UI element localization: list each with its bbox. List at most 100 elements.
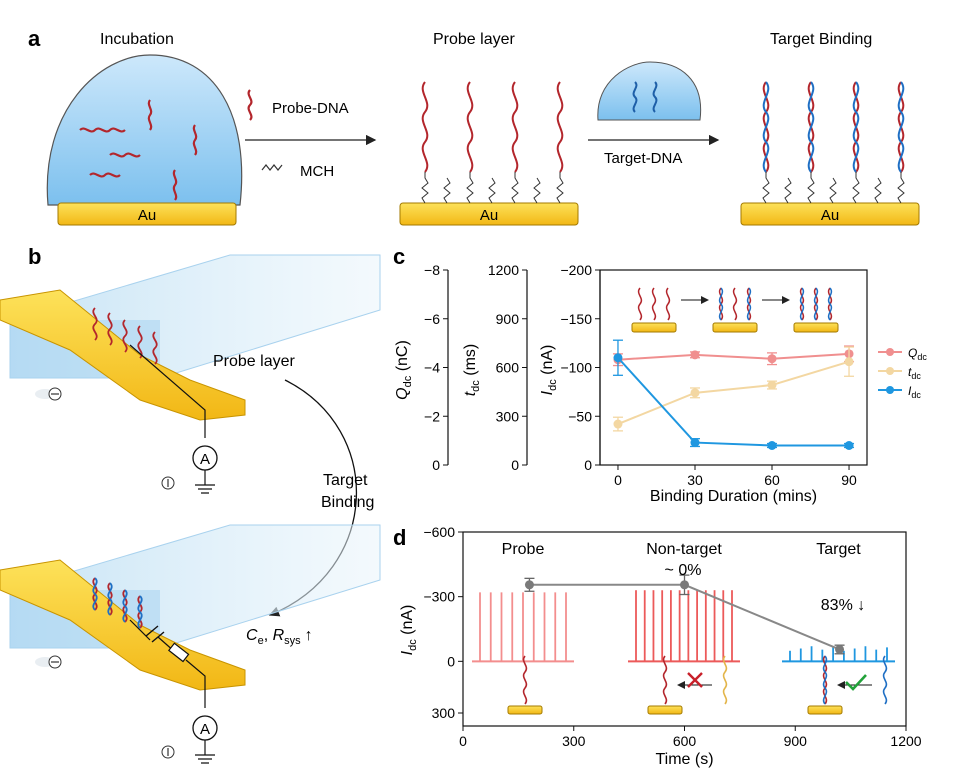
ammeter-top-label: A — [200, 451, 210, 468]
probe-layer-strands — [421, 81, 564, 204]
d-segment-label-2: Target — [816, 541, 861, 558]
c-tick-label: 0 — [584, 457, 592, 473]
probe-dna-icon — [247, 89, 253, 121]
d-segment-label-1: Non-target — [646, 541, 722, 558]
target-droplet — [597, 61, 702, 121]
panel-a: a Incubation Probe layer Target Binding … — [28, 26, 920, 226]
c-point-1 — [767, 380, 777, 390]
c-legend-marker — [886, 348, 894, 356]
panel-a-label: a — [28, 26, 41, 51]
target-dna-label: Target-DNA — [604, 150, 682, 167]
c-x-tick-label: 0 — [614, 472, 622, 488]
d-x-tick-label: 300 — [562, 733, 586, 749]
electrode-top — [0, 289, 246, 421]
d-x-tick-label: 1200 — [890, 733, 921, 749]
c-x-axis-label: Binding Duration (mins) — [650, 488, 817, 505]
c-plot-frame — [599, 269, 868, 466]
probe-strands-top — [92, 307, 158, 365]
d-annotation-non-target: ~ 0% — [665, 562, 702, 579]
device-bottom: A — [0, 524, 381, 764]
d-x-tick-label: 900 — [784, 733, 808, 749]
c-legend-label: Qdc — [908, 346, 927, 362]
c-x-tick-label: 30 — [687, 472, 703, 488]
mch-icon — [261, 164, 283, 171]
duplex-strands — [762, 81, 905, 204]
c-tick-label: −2 — [424, 408, 440, 424]
au-label-3: Au — [821, 207, 839, 224]
d-y-tick-label: 0 — [447, 653, 455, 669]
probe-dna-strands-in-droplet — [79, 99, 198, 201]
au-electrode-3 — [740, 202, 920, 226]
au-label-2: Au — [480, 207, 498, 224]
binding-label-b: Binding — [321, 494, 374, 511]
c-point-0 — [690, 350, 700, 360]
c-axis-label-1: tdc (ms) — [462, 344, 482, 397]
c-point-0 — [767, 354, 777, 364]
c-x-tick-label: 60 — [764, 472, 780, 488]
c-axis-label-2: Idc (nA) — [539, 345, 559, 396]
c-point-1 — [844, 357, 854, 367]
d-x-axis-label: Time (s) — [655, 751, 713, 768]
probe-layer-label-b: Probe layer — [213, 353, 295, 370]
c-axis-label-0: Qdc (nC) — [394, 340, 414, 400]
d-y-tick-label: 300 — [432, 705, 456, 721]
c-tick-label: −150 — [560, 311, 592, 327]
cross-icon — [687, 672, 703, 688]
panel-c-label: c — [393, 244, 405, 269]
target-label-b: Target — [323, 472, 368, 489]
resistor-symbol — [167, 642, 190, 663]
d-x-tick-label: 600 — [673, 733, 697, 749]
wire-bottom — [185, 659, 206, 708]
panel-b-label: b — [28, 244, 41, 269]
d-mean-point — [835, 644, 845, 654]
c-point-2 — [844, 441, 854, 450]
panel-c-inset-schematic — [631, 287, 839, 333]
c-tick-label: −8 — [424, 262, 440, 278]
c-tick-label: 0 — [511, 457, 519, 473]
c-legend-label: Idc — [908, 384, 921, 400]
panel-b: b A Probe layer Target B — [0, 244, 381, 764]
c-x-tick-label: 90 — [841, 472, 857, 488]
d-segment-label-0: Probe — [502, 541, 545, 558]
device-top: A — [0, 254, 381, 494]
ce-rsys-label: Ce, Rsys↑ — [246, 627, 313, 647]
c-legend-marker — [886, 386, 894, 394]
ground-bottom — [195, 740, 215, 764]
d-y-tick-label: −300 — [423, 589, 455, 605]
d-mean-point — [524, 580, 534, 590]
d-mean-point — [680, 580, 689, 590]
probe-layer-title: Probe layer — [433, 31, 515, 48]
c-tick-label: 900 — [496, 311, 520, 327]
target-binding-title: Target Binding — [770, 31, 872, 48]
d-y-axis-label: Idc (nA) — [399, 605, 419, 656]
c-series-line-2 — [617, 357, 850, 447]
droplet — [46, 54, 243, 206]
d-x-tick-label: 0 — [459, 733, 467, 749]
au-label-1: Au — [138, 207, 156, 224]
probe-dna-label: Probe-DNA — [272, 100, 349, 117]
c-legend-marker — [886, 367, 894, 375]
c-tick-label: −200 — [560, 262, 592, 278]
au-electrode-1 — [57, 202, 237, 226]
c-series-line-1 — [617, 360, 850, 425]
c-tick-label: −50 — [568, 408, 592, 424]
d-y-tick-label: −600 — [423, 524, 455, 540]
c-point-1 — [690, 388, 700, 398]
c-tick-label: 1200 — [488, 262, 519, 278]
duplex-strands-bottom — [92, 577, 143, 629]
c-tick-label: −100 — [560, 360, 592, 376]
c-tick-label: 0 — [432, 457, 440, 473]
c-tick-label: −6 — [424, 311, 440, 327]
c-point-1 — [613, 419, 623, 429]
incubation-title: Incubation — [100, 31, 174, 48]
c-point-2 — [767, 441, 777, 450]
mch-label: MCH — [300, 163, 334, 180]
target-dna-strands — [632, 81, 658, 113]
c-legend-label: tdc — [908, 365, 921, 381]
c-point-2 — [690, 438, 700, 448]
check-icon — [845, 674, 867, 691]
